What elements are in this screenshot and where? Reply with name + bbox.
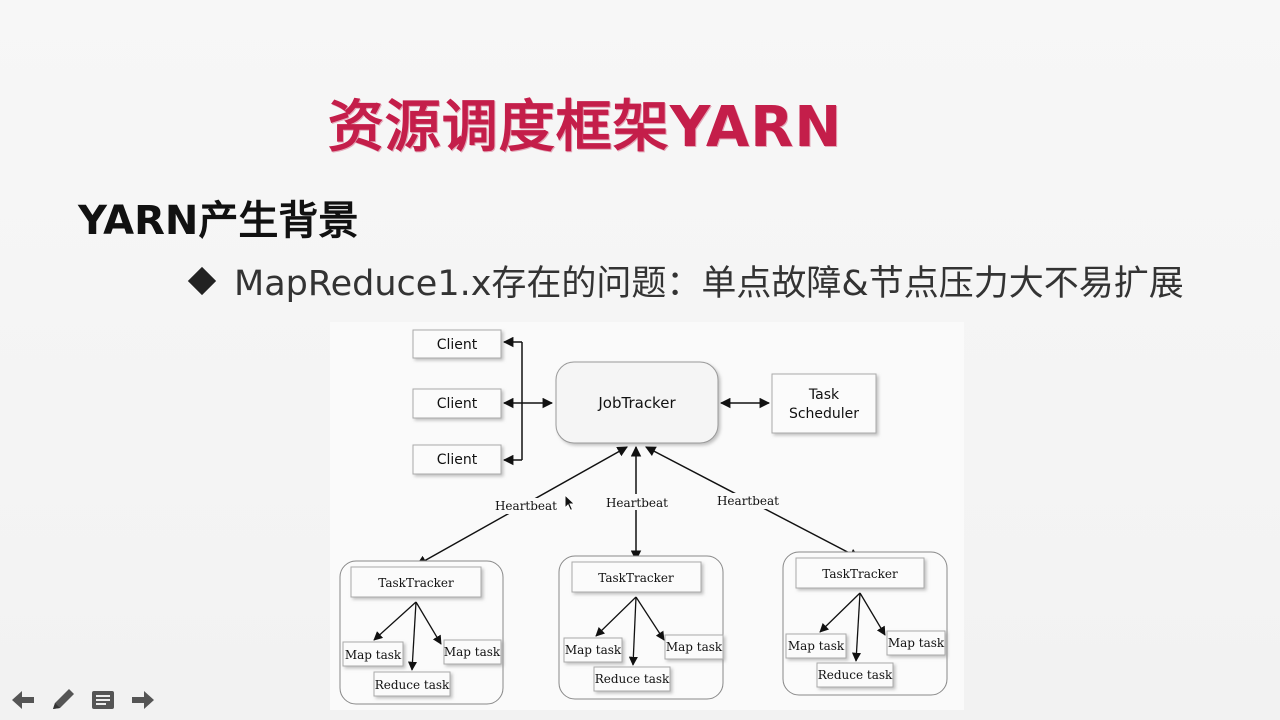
heartbeat-label-1: Heartbeat bbox=[495, 499, 557, 513]
mouse-cursor-icon bbox=[564, 494, 576, 512]
client-box-3: Client bbox=[412, 444, 502, 475]
slideshow-nav-bar bbox=[8, 685, 158, 715]
reduce-task-label: Reduce task bbox=[818, 668, 893, 682]
reduce-task-label: Reduce task bbox=[595, 672, 670, 686]
task-scheduler-label-1: Task bbox=[808, 387, 840, 403]
tasktracker-label: TaskTracker bbox=[598, 571, 674, 585]
map-task-label: Map task bbox=[788, 639, 845, 653]
slide-title: 资源调度框架YARN bbox=[327, 95, 843, 160]
task-scheduler-label-2: Scheduler bbox=[789, 406, 859, 422]
bullet-text: MapReduce1.x存在的问题：单点故障&节点压力大不易扩展 bbox=[234, 264, 1184, 304]
client-box-2: Client bbox=[412, 388, 502, 419]
arrow-left-icon bbox=[12, 691, 34, 709]
mapreduce1-architecture-diagram: Client Client Client JobTracker bbox=[330, 322, 964, 710]
pen-tool-button[interactable] bbox=[48, 685, 78, 715]
map-task-label: Map task bbox=[444, 645, 501, 659]
client-box-1: Client bbox=[412, 329, 502, 359]
client-label: Client bbox=[437, 337, 478, 353]
arrow-right-icon bbox=[132, 691, 154, 709]
tasktracker-node-3: TaskTracker Map task Map task Reduce tas… bbox=[782, 551, 948, 696]
client-label: Client bbox=[437, 396, 478, 412]
heartbeat-label-3: Heartbeat bbox=[717, 494, 779, 508]
tasktracker-label: TaskTracker bbox=[822, 567, 898, 581]
map-task-label: Map task bbox=[666, 640, 723, 654]
slide-menu-button[interactable] bbox=[88, 685, 118, 715]
tasktracker-node-2: TaskTracker Map task Map task Reduce tas… bbox=[558, 555, 724, 700]
task-scheduler-box: Task Scheduler bbox=[771, 373, 877, 434]
tasktracker-node-1: TaskTracker Map task Map task Reduce tas… bbox=[339, 560, 504, 705]
pen-icon bbox=[53, 689, 74, 709]
previous-slide-button[interactable] bbox=[8, 685, 38, 715]
client-label: Client bbox=[437, 452, 478, 468]
section-heading: YARN产生背景 bbox=[78, 198, 359, 244]
client-connector bbox=[502, 336, 554, 466]
tasktracker-label: TaskTracker bbox=[378, 576, 454, 590]
map-task-label: Map task bbox=[345, 648, 402, 662]
reduce-task-label: Reduce task bbox=[375, 678, 450, 692]
next-slide-button[interactable] bbox=[128, 685, 158, 715]
map-task-label: Map task bbox=[565, 643, 622, 657]
diamond-bullet-icon bbox=[187, 266, 217, 295]
heartbeat-label-2: Heartbeat bbox=[606, 496, 668, 510]
map-task-label: Map task bbox=[888, 636, 945, 650]
menu-icon bbox=[92, 691, 114, 709]
jobtracker-label: JobTracker bbox=[597, 394, 676, 412]
jobtracker-box: JobTracker bbox=[555, 361, 719, 444]
bullet-item: MapReduce1.x存在的问题：单点故障&节点压力大不易扩展 bbox=[186, 255, 1184, 306]
